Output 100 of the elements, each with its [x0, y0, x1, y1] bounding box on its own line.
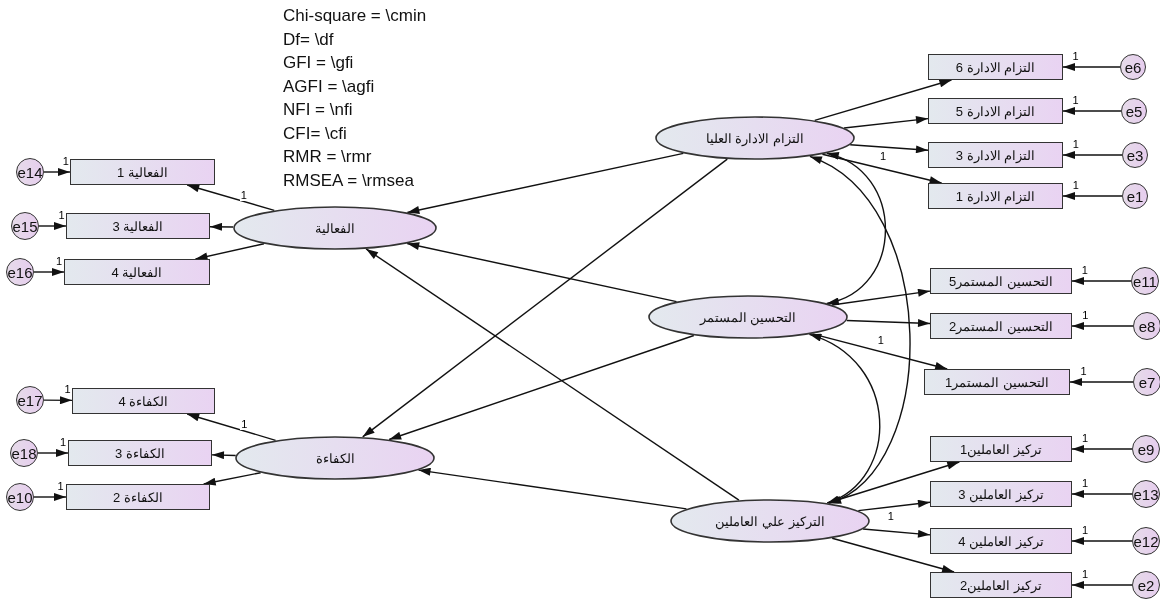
edge-label: 1: [1081, 433, 1090, 444]
arrow: [209, 222, 234, 231]
node-label: e14: [17, 163, 43, 181]
double-headed-arrow: [826, 152, 887, 305]
fit-statistic: Chi-square = \cmin: [283, 6, 427, 26]
arrow: [1071, 322, 1134, 330]
error-circle: [11, 212, 39, 240]
arrow: [211, 451, 237, 460]
indicator-box: [930, 481, 1072, 507]
arrow: [362, 158, 728, 438]
node-label: تركيز العاملين2: [960, 577, 1042, 593]
node-label: التزام الادارة العليا: [705, 130, 805, 146]
arrow: [365, 248, 740, 501]
error-circle: [1133, 312, 1160, 340]
arrow: [862, 528, 931, 538]
arrow: [1071, 537, 1133, 545]
arrow: [1071, 490, 1133, 498]
arrow: [831, 288, 931, 306]
edge-label: 1: [61, 156, 70, 167]
arrow: [1071, 277, 1132, 285]
arrow: [831, 537, 955, 573]
error-circle: [1132, 571, 1160, 599]
node-label: الفعالية 3: [112, 218, 164, 234]
edge-label: 1: [1081, 525, 1090, 536]
node-label: التحسين المستمر: [699, 309, 797, 325]
arrow: [388, 334, 695, 441]
arrow: [811, 333, 948, 370]
arrow: [846, 319, 931, 328]
arrow: [186, 413, 277, 441]
node-label: e13: [1133, 485, 1159, 503]
arrow: [857, 499, 931, 512]
indicator-box: [66, 484, 210, 510]
edge-label: 1: [63, 384, 72, 396]
indicator-box: [928, 98, 1063, 124]
arrow: [1062, 151, 1123, 159]
fit-statistic: CFI= \cfi: [283, 123, 347, 144]
arrow: [37, 449, 69, 457]
node-label: التحسين المستمر1: [945, 374, 1049, 390]
error-circle: [1131, 267, 1159, 295]
node-label: e3: [1126, 146, 1144, 164]
arrow: [1062, 192, 1123, 200]
latent-variable-ellipse: [648, 295, 848, 339]
edge-label: 1: [57, 210, 66, 221]
arrow: [202, 472, 262, 486]
node-label: e17: [17, 391, 43, 409]
latent-variable-ellipse: [670, 499, 870, 543]
arrow: [821, 153, 943, 185]
node-label: التزام الادارة 1: [955, 188, 1036, 204]
error-circle: [1132, 527, 1160, 555]
edge-label: 1: [876, 335, 885, 347]
arrow: [33, 493, 67, 501]
arrow: [186, 184, 275, 212]
arrow: [1071, 581, 1133, 589]
fit-statistic: Df= \df: [283, 29, 334, 50]
arrow: [1069, 378, 1134, 386]
edge-label: 1: [886, 511, 895, 523]
latent-variable-ellipse: [655, 116, 855, 160]
node-label: e18: [11, 444, 37, 462]
node-label: التحسين المستمر5: [949, 273, 1053, 289]
node-label: e5: [1125, 102, 1143, 120]
indicator-box: [928, 142, 1063, 168]
indicator-box: [930, 436, 1072, 462]
edge-label: 1: [59, 437, 68, 448]
node-label: e12: [1133, 532, 1159, 550]
edge-label: 1: [1071, 95, 1080, 106]
node-label: تركيز العاملين 3: [958, 486, 1044, 502]
indicator-box: [930, 528, 1072, 554]
arrow: [194, 243, 265, 261]
node-label: الكفاءة: [315, 450, 355, 466]
edge-label: 1: [879, 150, 888, 162]
node-label: e6: [1124, 58, 1142, 76]
edge-label: 1: [1071, 51, 1080, 62]
edge-label: 1: [1081, 478, 1090, 489]
arrow: [38, 222, 67, 230]
indicator-box: [930, 572, 1072, 598]
edge-label: 1: [55, 256, 64, 267]
fit-statistic: RMSEA = \rmsea: [283, 170, 414, 191]
node-label: e1: [1126, 187, 1144, 205]
error-circle: [6, 258, 34, 286]
error-circle: [16, 386, 44, 414]
arrow: [843, 115, 929, 129]
arrow: [1062, 63, 1121, 71]
arrow: [406, 242, 678, 303]
node-label: e10: [7, 488, 33, 506]
error-circle: [6, 483, 34, 511]
fit-statistic: NFI = \nfi: [283, 100, 353, 120]
node-label: e7: [1138, 373, 1156, 391]
edge-label: 1: [1081, 569, 1090, 580]
node-label: e2: [1137, 576, 1155, 594]
double-headed-arrow: [808, 333, 881, 504]
latent-variable-ellipse: [233, 206, 437, 250]
node-label: الكفاءة 3: [115, 445, 165, 461]
edge-label: 1: [1071, 180, 1080, 191]
indicator-box: [930, 268, 1072, 294]
edge-label: 1: [1079, 366, 1088, 377]
node-label: الفعالية: [315, 220, 355, 236]
arrow: [1062, 107, 1122, 115]
node-label: e16: [7, 263, 33, 281]
arrow: [33, 268, 65, 276]
indicator-box: [64, 259, 210, 285]
